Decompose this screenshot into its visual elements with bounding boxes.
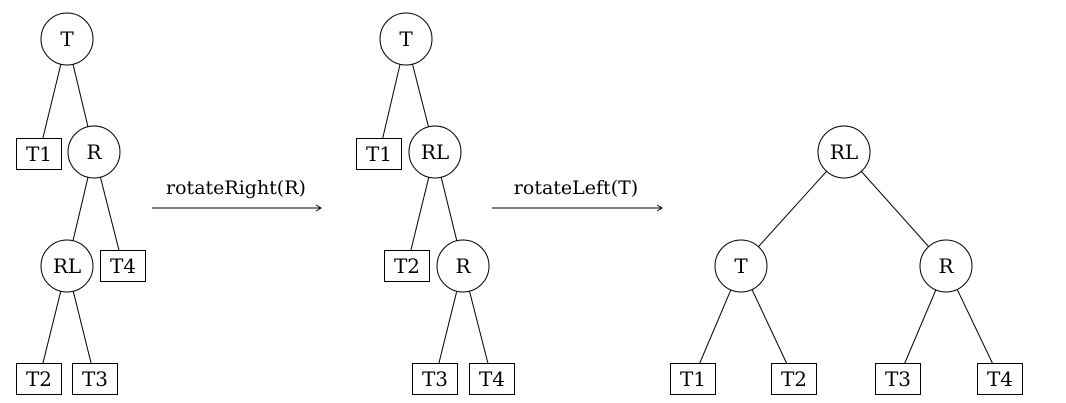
node-circle <box>817 125 871 179</box>
leaf-box <box>875 363 921 395</box>
node-circle <box>40 12 94 66</box>
leaf-box <box>469 363 515 395</box>
node-label: RL <box>421 140 449 164</box>
tree-edge <box>42 291 62 364</box>
node-circle <box>919 239 973 293</box>
tree-edge <box>860 171 930 247</box>
leaf-box <box>771 363 817 395</box>
node-circle <box>67 125 121 179</box>
leaf-box <box>72 363 118 395</box>
node-circle <box>436 239 490 293</box>
subtree-leaf: T2 <box>16 363 62 395</box>
tree-node: R <box>436 239 490 293</box>
tree-edge <box>468 291 489 364</box>
tree-node: T <box>714 239 768 293</box>
subtree-leaf: T2 <box>771 363 817 395</box>
subtree-leaf: T1 <box>670 363 716 395</box>
leaf-box <box>16 363 62 395</box>
leaf-box <box>16 138 62 170</box>
node-label: T3 <box>82 367 108 391</box>
leaf-box <box>384 250 430 282</box>
tree-edge <box>438 291 458 364</box>
node-label: R <box>86 140 102 164</box>
operation-arrow-2: rotateLeft(T) <box>492 177 663 212</box>
tree-edge <box>758 170 827 248</box>
subtree-leaf: T4 <box>469 363 515 395</box>
node-label: R <box>938 254 954 278</box>
node-label: RL <box>53 254 81 278</box>
node-label: T3 <box>885 367 911 391</box>
subtree-leaf: T2 <box>384 250 430 282</box>
arrow-head-1 <box>315 204 322 212</box>
node-label: T2 <box>26 367 52 391</box>
tree-edge <box>72 291 92 364</box>
tree-node: T <box>379 12 433 66</box>
operation-arrow-1: rotateRight(R) <box>152 177 322 212</box>
tree-edge <box>751 289 788 364</box>
node-label: T <box>60 27 74 51</box>
subtree-leaf: T3 <box>72 363 118 395</box>
tree-node: R <box>919 239 973 293</box>
node-circle <box>714 239 768 293</box>
node-label: RL <box>830 140 858 164</box>
subtree-leaf: T3 <box>412 363 458 395</box>
node-label: T2 <box>781 367 807 391</box>
tree-node: RL <box>817 125 871 179</box>
edges-layer <box>42 64 994 364</box>
leaf-box <box>412 363 458 395</box>
node-label: R <box>455 254 471 278</box>
tree-node: T <box>40 12 94 66</box>
node-circle <box>40 239 94 293</box>
tree-edge <box>382 64 401 139</box>
node-label: T <box>734 254 748 278</box>
tree-node: RL <box>408 125 462 179</box>
subtree-leaf: T4 <box>977 363 1023 395</box>
leaf-box <box>977 363 1023 395</box>
tree-node: RL <box>40 239 94 293</box>
tree-edge <box>72 177 89 241</box>
tree-edge <box>956 289 994 364</box>
subtree-leaf: T1 <box>356 138 402 170</box>
leaf-box <box>356 138 402 170</box>
subtree-leaf: T3 <box>875 363 921 395</box>
node-label: T4 <box>987 367 1013 391</box>
subtree-leaf: T4 <box>100 250 146 282</box>
tree-edge <box>411 64 430 127</box>
operation-label-1: rotateRight(R) <box>166 177 306 199</box>
subtree-leaf: T1 <box>16 138 62 170</box>
arrow-head-2 <box>656 204 663 212</box>
node-label: T4 <box>110 254 136 278</box>
tree-edge <box>72 64 89 127</box>
tree-edge <box>42 64 62 139</box>
tree-node: R <box>67 125 121 179</box>
tree-edge <box>440 177 458 241</box>
tree-edge <box>699 289 732 364</box>
node-label: T4 <box>479 367 505 391</box>
node-label: T1 <box>680 367 706 391</box>
node-label: T1 <box>26 142 52 166</box>
operation-label-2: rotateLeft(T) <box>514 177 638 199</box>
node-label: T3 <box>422 367 448 391</box>
node-label: T1 <box>366 142 392 166</box>
node-label: T2 <box>394 254 420 278</box>
tree-edge <box>410 177 430 251</box>
node-circle <box>408 125 462 179</box>
tree-edge <box>99 177 120 251</box>
leaf-box <box>100 250 146 282</box>
tree-edge <box>904 289 937 364</box>
leaf-box <box>670 363 716 395</box>
node-label: T <box>399 27 413 51</box>
node-circle <box>379 12 433 66</box>
